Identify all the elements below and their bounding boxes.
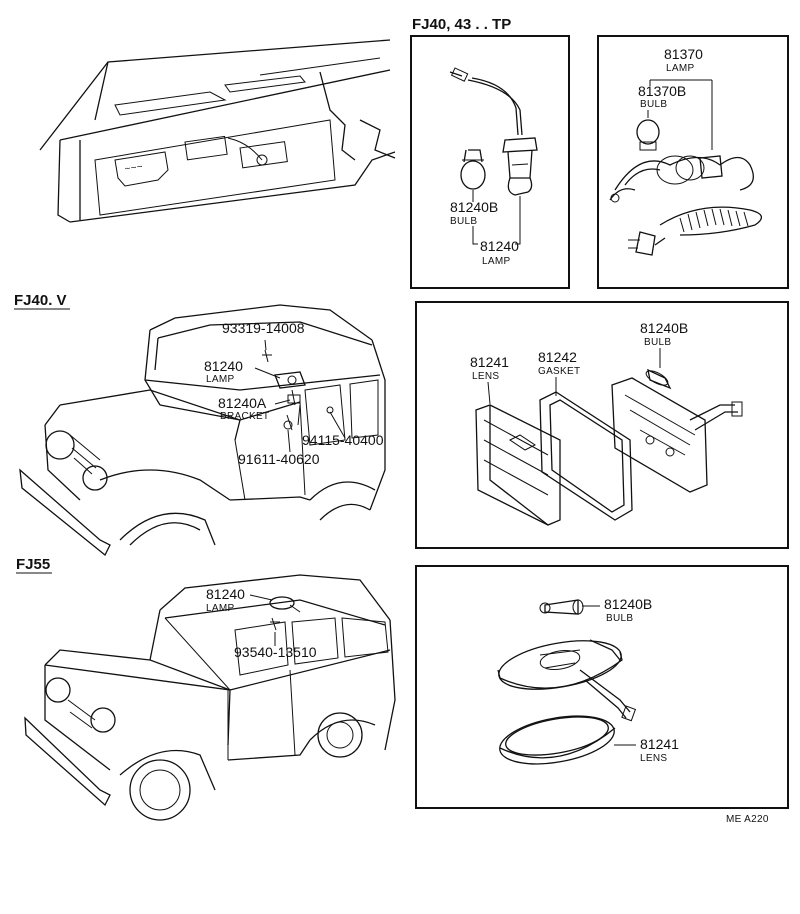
rear-body-illustration: ~~~ xyxy=(39,39,396,223)
fj40v-bracket-name: BRACKET xyxy=(220,411,269,422)
fj40v-bulb-part: 81240B xyxy=(640,320,688,336)
fj40v-bracket-part: 81240A xyxy=(218,395,267,411)
fj55-screw-part: 93540-13510 xyxy=(234,644,317,660)
tp-left-lamp-bracket xyxy=(472,226,478,245)
tp-left-lamp-bracket-right xyxy=(515,196,521,245)
tp-left-lamp-name: LAMP xyxy=(482,256,510,267)
header-fj40-43-tp: FJ40, 43 . . TP xyxy=(412,16,511,33)
fj55-bulb-name: BULB xyxy=(606,613,633,624)
tp-right-lamp-name: LAMP xyxy=(666,63,694,74)
fj55-detail-panel xyxy=(415,565,789,809)
tp-right-bulb-name: BULB xyxy=(640,99,667,110)
tp-left-panel xyxy=(410,35,570,289)
fj40v-gasket-name: GASKET xyxy=(538,366,580,377)
fj40v-lamp-part: 81240 xyxy=(204,358,243,374)
tp-right-lamp-leader xyxy=(650,79,713,150)
fj55-lamp-exploded xyxy=(497,599,637,765)
fj40v-detail-panel xyxy=(415,301,789,549)
footer-code: ME A220 xyxy=(726,814,769,825)
fj40v-screw-part: 93319-14008 xyxy=(222,320,305,336)
emblem-scribble: ~~~ xyxy=(124,162,144,175)
fj55-lamp-name: LAMP xyxy=(206,603,234,614)
fj40v-lamp-exploded xyxy=(475,368,743,526)
fj55-lens-name: LENS xyxy=(640,753,667,764)
fj55-lamp-part: 81240 xyxy=(206,586,245,602)
fj40v-gasket-part: 81242 xyxy=(538,349,577,365)
fj55-bulb-part: 81240B xyxy=(604,596,652,612)
tp-right-lamp-assembly xyxy=(609,119,762,256)
tp-left-bulb-name: BULB xyxy=(450,216,477,227)
tp-right-panel xyxy=(597,35,789,289)
tp-socket-assembly xyxy=(449,67,538,196)
fj55-lens-part: 81241 xyxy=(640,736,679,752)
fj40v-bulb-name: BULB xyxy=(644,337,671,348)
fj40v-lamp-name: LAMP xyxy=(206,374,234,385)
tp-left-lamp-part: 81240 xyxy=(480,238,519,254)
fj40v-vehicle-illustration xyxy=(19,304,386,557)
tp-right-lamp-part: 81370 xyxy=(664,46,703,62)
header-fj40-v: FJ40. V xyxy=(14,292,67,309)
header-fj55: FJ55 xyxy=(16,556,50,573)
fj40v-lens-part: 81241 xyxy=(470,354,509,370)
fj40v-bolt-part: 91611-40620 xyxy=(238,451,320,467)
tp-left-bulb-part: 81240B xyxy=(450,199,498,215)
fj40v-clip-part: 94115-40400 xyxy=(302,432,384,448)
fj55-vehicle-illustration xyxy=(24,574,396,821)
tp-right-bulb-part: 81370B xyxy=(638,83,686,99)
fj40v-lens-name: LENS xyxy=(472,371,499,382)
